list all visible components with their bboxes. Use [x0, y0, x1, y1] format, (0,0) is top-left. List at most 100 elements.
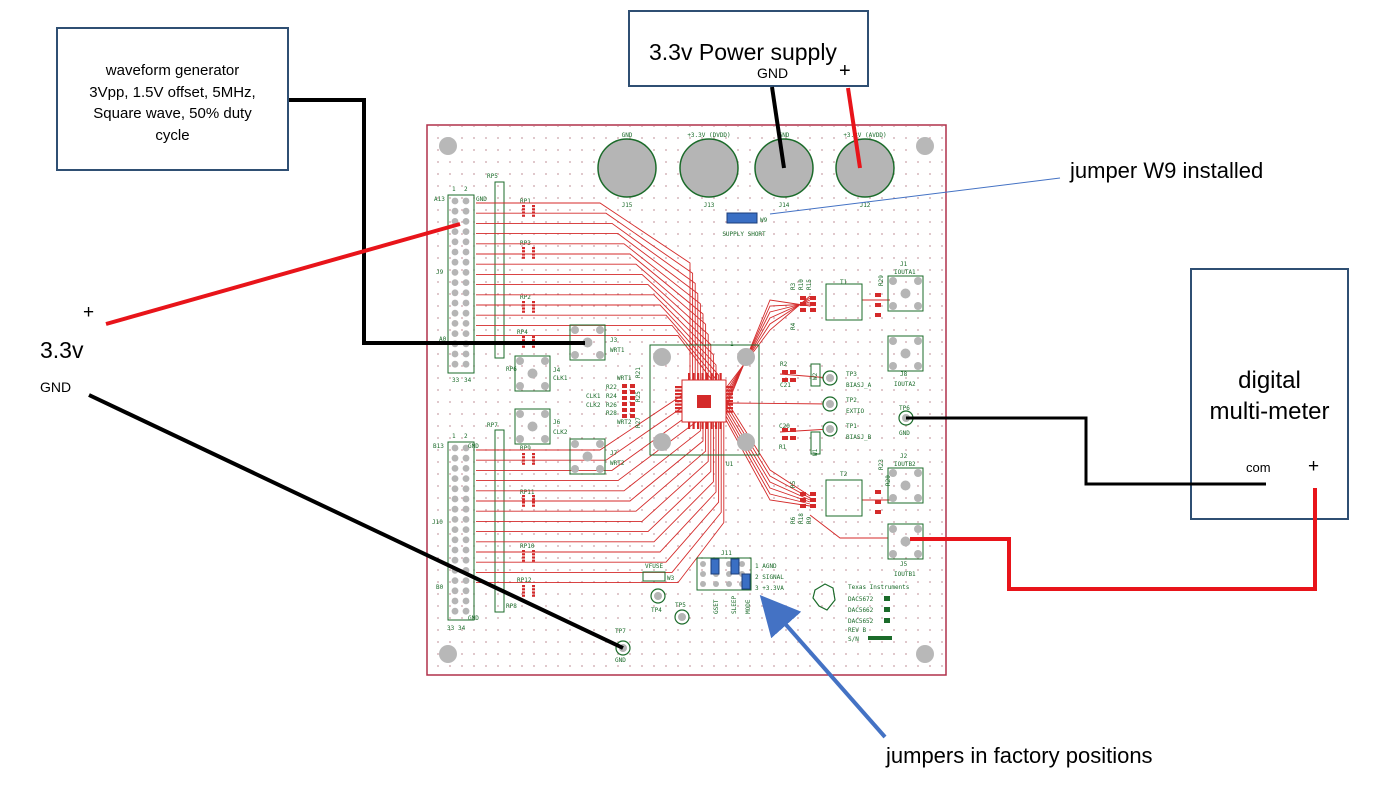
svg-text:DAC5672: DAC5672: [848, 596, 874, 603]
sma-pin: [889, 362, 897, 370]
testpoint-tp3-ref: TP3: [846, 371, 857, 378]
j9-pins-pin: [462, 218, 470, 225]
j9-pins-pin: [462, 248, 470, 256]
center-label: CLK2: [586, 402, 601, 409]
resistor-pack-pad: [532, 553, 535, 556]
ti-logo-block: Texas Instruments DAC5672 DAC5662 DAC565…: [812, 583, 910, 643]
sma-center-pin: [527, 421, 538, 432]
smd-pad: [810, 492, 816, 496]
sma-center-pin: [900, 536, 911, 547]
power-supply-plus-label: +: [839, 60, 851, 82]
center-resistor-pad: [630, 390, 635, 394]
svg-text:REV B: REV B: [848, 627, 866, 634]
resistor-pack-pad: [522, 504, 525, 507]
j11-pin: [739, 561, 745, 567]
resistor-pack-pad: [532, 253, 535, 256]
j9-pins-pin: [451, 299, 459, 307]
resistor-pack-pad: [522, 588, 525, 591]
ps-gnd-wire: [770, 86, 786, 169]
sma-j2-outline: [887, 467, 924, 504]
smd-pad: [790, 428, 796, 432]
smd-pad: [790, 370, 796, 374]
trace-a: [476, 202, 691, 380]
sma-center-pin: [900, 480, 911, 491]
part-w2: W2: [812, 372, 819, 380]
u1-label: U1: [726, 461, 734, 468]
resistor-pack-pad: [532, 208, 535, 211]
supply-short-label: SUPPLY SHORT: [722, 231, 766, 238]
u1-pin: [675, 396, 682, 399]
part-r1: R1: [779, 444, 787, 451]
center-resistor-pad: [622, 396, 627, 400]
part-r9: R9: [806, 516, 813, 524]
j14-label: GND: [779, 132, 790, 139]
j10-pins-pin: [462, 516, 470, 523]
resistor-pack-pad: [522, 208, 525, 211]
part-r4: R4: [790, 322, 797, 330]
resistor-pack-pad: [532, 462, 535, 465]
j10-pins-pin: [451, 556, 459, 564]
testpoint-tp2-name: EXTIO: [846, 408, 864, 415]
j10-pins-pin: [462, 536, 470, 544]
sma-pin: [516, 435, 524, 443]
u1-pin: [675, 393, 682, 396]
t2-outline: [825, 479, 863, 517]
w9-label: W9: [760, 217, 768, 224]
t1-outline: [825, 283, 863, 321]
trace-b: [476, 422, 707, 512]
smd-pad: [875, 510, 881, 514]
part-r20: R20: [885, 475, 892, 486]
center-label: R22: [606, 384, 617, 391]
j11-pin: [726, 581, 732, 587]
smd-pad: [782, 436, 788, 440]
j9-pins-pin: [451, 309, 459, 317]
testpoint-tp7-name: GND: [615, 657, 626, 664]
testpoint-pad: [678, 613, 686, 621]
j9-pins-pin: [462, 269, 470, 276]
j9-pins-pin: [462, 350, 470, 358]
smd-pad: [800, 308, 806, 312]
trace-right: [725, 299, 811, 409]
resistor-pack-rp2: RP2: [520, 294, 531, 301]
part-w1: W1: [812, 448, 819, 456]
svg-text:34: 34: [464, 377, 472, 384]
j9-pins-pin: [462, 197, 470, 205]
trace-a: [476, 294, 714, 380]
part-r29: R29: [878, 275, 885, 286]
trace-b: [476, 422, 712, 533]
testpoint-pad: [826, 374, 834, 382]
part-r23: R23: [878, 459, 885, 470]
resistor-pack-pad: [532, 550, 535, 553]
sma-j4-ref: J4: [553, 367, 561, 374]
j9-pins-pin: [462, 360, 470, 368]
j9-pins-pin: [451, 258, 459, 266]
w1-outline: [810, 431, 821, 455]
sma-pin: [914, 525, 922, 533]
svg-text:B0: B0: [436, 584, 444, 591]
u1-pin: [701, 422, 704, 429]
resistor-pack-rp5: RP5: [487, 173, 498, 180]
testpoint-tp1-ref: TP1: [846, 423, 857, 430]
j9-pins-pin: [462, 330, 470, 337]
smd-pad: [800, 302, 806, 306]
waveform-generator-box: waveform generator 3Vpp, 1.5V offset, 5M…: [56, 27, 289, 171]
trace-a: [476, 212, 694, 380]
left-supply-gnd-label: GND: [40, 379, 72, 395]
multimeter-box: digital multi-meter com +: [1190, 268, 1349, 520]
testpoint-tp3-name: BIASJ_A: [846, 382, 872, 389]
resistor-pack-pad: [522, 453, 525, 456]
sma-j5-ref: J5: [900, 561, 908, 568]
part-r18: R18: [798, 513, 805, 524]
resistor-pack-pad: [532, 453, 535, 456]
j9-pins-pin: [462, 289, 470, 297]
smd-pad: [800, 498, 806, 502]
svg-text:2: 2: [464, 433, 468, 440]
mounting-holes: [439, 137, 934, 663]
resistor-pack-rp1: RP1: [520, 198, 531, 205]
resistor-pack-pad: [522, 250, 525, 253]
smd-pad: [800, 296, 806, 300]
sma-j8-outline: [887, 335, 924, 372]
svg-text:3 +3.3VA: 3 +3.3VA: [755, 585, 784, 592]
j10-pins-pin: [451, 607, 459, 615]
u1-pin: [688, 422, 691, 429]
